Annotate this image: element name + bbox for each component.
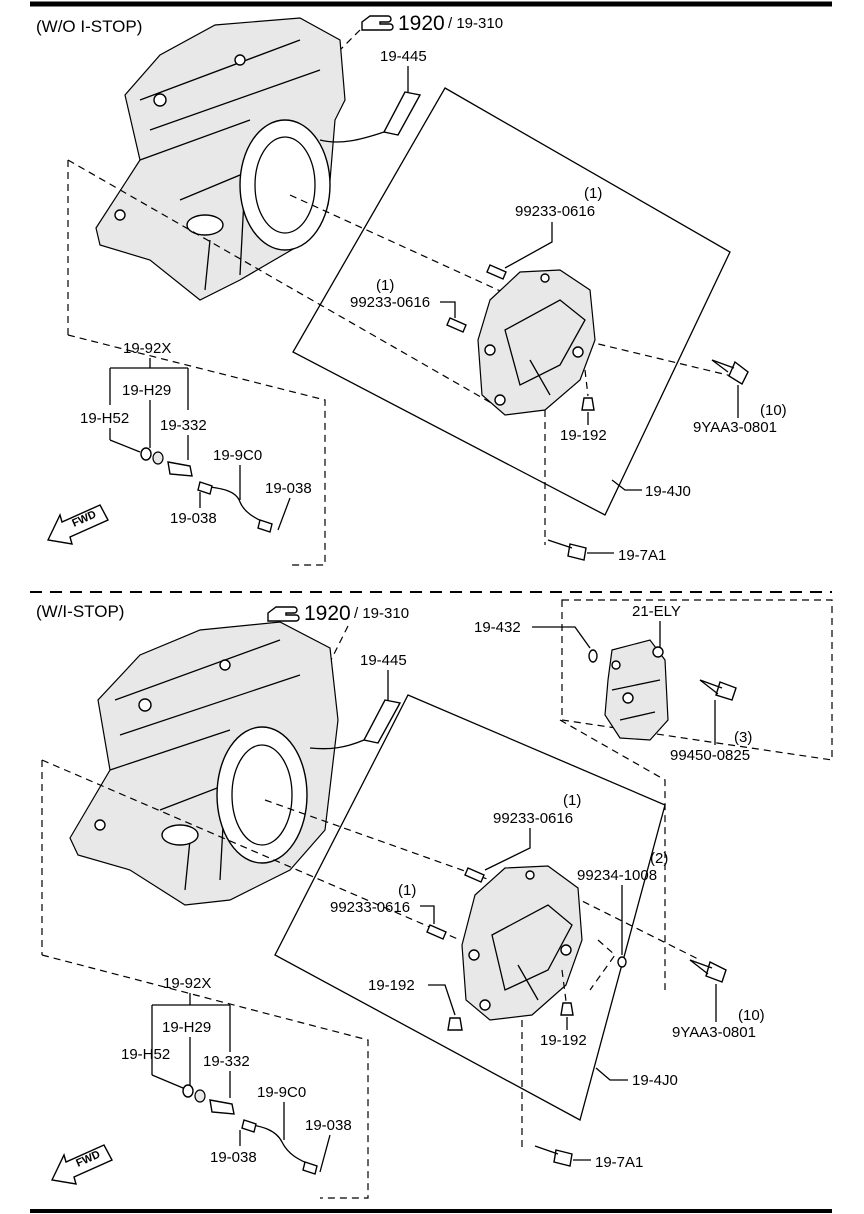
cover-box-outline (292, 87, 731, 516)
callout-19-h29[interactable]: 19-H29 (162, 1019, 211, 1036)
pointing-hand-icon (361, 15, 394, 31)
bracket-box-outline (561, 599, 833, 761)
qty-pin-b: (1) (398, 882, 416, 899)
adapter-19-332[interactable] (209, 1099, 235, 1115)
callout-pin-a[interactable]: 99233-0616 (515, 203, 595, 220)
callout-19-7a1[interactable]: 19-7A1 (595, 1154, 643, 1171)
fwd-arrow-icon: FWD (50, 1144, 113, 1185)
callout-19-038-a[interactable]: 19-038 (210, 1149, 257, 1166)
fwd-arrow-icon: FWD (46, 504, 109, 545)
callout-19-332[interactable]: 19-332 (160, 417, 207, 434)
bolt-19-7a1[interactable] (547, 539, 587, 561)
callout-pin-b[interactable]: 99233-0616 (350, 294, 430, 311)
callout-19-192[interactable]: 19-192 (560, 427, 607, 444)
callout-19-h29[interactable]: 19-H29 (122, 382, 171, 399)
callout-19-192-b[interactable]: 19-192 (540, 1032, 587, 1049)
callout-19-432[interactable]: 19-432 (474, 619, 521, 636)
callout-bolt-9yaa3-0801[interactable]: 9YAA3-0801 (693, 419, 777, 436)
callout-99450-0825[interactable]: 99450-0825 (670, 747, 750, 764)
bolt-19-7a1[interactable] (534, 1145, 573, 1167)
section-without-istop: (W/O I-STOP) 1920 / 19-310 19-445 (36, 12, 787, 566)
pointing-hand-icon (267, 606, 300, 622)
plug-19-192[interactable] (581, 397, 595, 411)
side-cover-19-4j0[interactable] (461, 865, 583, 1021)
transaxle-case (95, 17, 346, 301)
connector-19-445[interactable] (309, 699, 402, 750)
adapter-19-332[interactable] (167, 461, 193, 477)
o-ring-19-h29[interactable] (194, 1089, 206, 1103)
side-cover-19-4j0[interactable] (477, 269, 596, 416)
callout-pin-a[interactable]: 99233-0616 (493, 810, 573, 827)
section-with-istop: (W/I-STOP) 1920 / 19-310 19-445 (36, 599, 833, 1199)
qty-pin-a: (1) (584, 185, 602, 202)
callout-19-038-b[interactable]: 19-038 (265, 480, 312, 497)
reference-sub-number[interactable]: / 19-310 (354, 605, 409, 622)
callout-21-ely[interactable]: 21-ELY (632, 603, 681, 620)
subassembly-box-outline (41, 760, 369, 1199)
qty-pin-b: (1) (376, 277, 394, 294)
pin-99234-1008[interactable] (617, 956, 627, 968)
subassembly-box-outline (67, 160, 326, 566)
callout-19-445[interactable]: 19-445 (360, 652, 407, 669)
callout-19-038-a[interactable]: 19-038 (170, 510, 217, 527)
connector-19-445[interactable] (319, 91, 422, 143)
callout-19-192-a[interactable]: 19-192 (368, 977, 415, 994)
callout-19-92x[interactable]: 19-92X (123, 340, 171, 357)
callout-bolt-9yaa3-0801[interactable]: 9YAA3-0801 (672, 1024, 756, 1041)
callout-19-038-b[interactable]: 19-038 (305, 1117, 352, 1134)
transaxle-case (69, 621, 339, 906)
reference-number[interactable]: 1920 (304, 602, 351, 625)
callout-19-332[interactable]: 19-332 (203, 1053, 250, 1070)
o-ring-19-h52[interactable] (182, 1084, 194, 1098)
qty-bolt: (10) (760, 402, 787, 419)
dowel-pin-a[interactable] (464, 867, 485, 883)
callout-19-445[interactable]: 19-445 (380, 48, 427, 65)
o-ring-19-h52[interactable] (140, 447, 152, 461)
dowel-pin-b[interactable] (446, 317, 467, 333)
reference-number[interactable]: 1920 (398, 12, 445, 35)
callout-19-92x[interactable]: 19-92X (163, 975, 211, 992)
callout-19-9c0[interactable]: 19-9C0 (213, 447, 262, 464)
plug-19-192-a[interactable] (447, 1017, 463, 1031)
reference-sub-number[interactable]: / 19-310 (448, 15, 503, 32)
bracket-21-ely[interactable] (604, 639, 669, 741)
bolt-9yaa3-0801[interactable] (711, 359, 749, 385)
bolt-99450-0825[interactable] (699, 679, 737, 701)
pin-19-432[interactable] (588, 649, 598, 663)
callout-19-4j0[interactable]: 19-4J0 (645, 483, 691, 500)
bolt-9yaa3-0801[interactable] (689, 959, 727, 983)
dowel-pin-a[interactable] (486, 264, 507, 280)
pipe-19-9c0[interactable] (241, 1119, 318, 1175)
pipe-19-9c0[interactable] (197, 481, 273, 533)
qty-pin-a: (1) (563, 792, 581, 809)
qty-bracket-bolt: (3) (734, 729, 752, 746)
o-ring-19-h29[interactable] (152, 451, 164, 465)
section-title: (W/O I-STOP) (36, 17, 142, 36)
qty-bolt: (10) (738, 1007, 765, 1024)
callout-pin-b[interactable]: 99233-0616 (330, 899, 410, 916)
plug-19-192-b[interactable] (560, 1002, 574, 1016)
dowel-pin-b[interactable] (426, 924, 447, 940)
callout-pin-99234-1008[interactable]: 99234-1008 (577, 867, 657, 884)
callout-19-9c0[interactable]: 19-9C0 (257, 1084, 306, 1101)
callout-19-h52[interactable]: 19-H52 (80, 410, 129, 427)
cover-box-outline (274, 694, 666, 1121)
callout-19-7a1[interactable]: 19-7A1 (618, 547, 666, 564)
section-title: (W/I-STOP) (36, 602, 124, 621)
callout-19-4j0[interactable]: 19-4J0 (632, 1072, 678, 1089)
callout-19-h52[interactable]: 19-H52 (121, 1046, 170, 1063)
qty-pin-99234: (2) (650, 850, 668, 867)
